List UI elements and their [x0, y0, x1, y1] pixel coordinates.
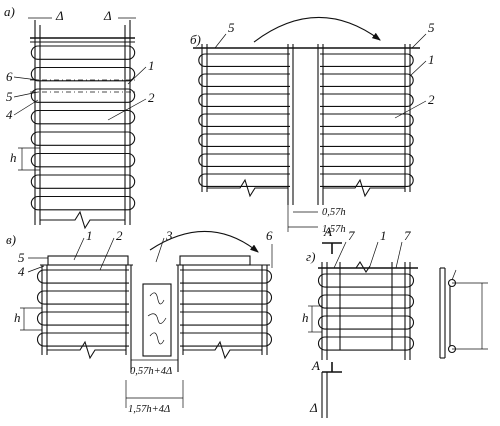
panel-v-callout-3: 3 — [165, 228, 173, 243]
panel-b: б) 5 5 1 2 0,57h 1,57h — [190, 17, 435, 235]
panel-b-callout-2: 2 — [428, 92, 435, 107]
loop-bar — [198, 73, 290, 87]
loop-bar — [317, 273, 415, 288]
panel-b-left-loops — [198, 53, 290, 187]
section-a-a — [439, 267, 488, 359]
loop-bar — [198, 53, 290, 67]
callout-4: 4 — [6, 107, 13, 122]
callout-1: 1 — [148, 58, 155, 73]
callout-5: 5 — [6, 89, 13, 104]
panel-g-h-label: h — [302, 310, 309, 325]
panel-b-callout-1: 1 — [428, 52, 435, 67]
panel-g-callout-7-right: 7 — [404, 228, 411, 243]
panel-a: а) Δ Δ 6 5 4 1 2 h — [4, 4, 155, 230]
loop-bar — [317, 294, 415, 309]
panel-a-tag: а) — [4, 4, 15, 19]
panel-g-callout-1: 1 — [380, 228, 387, 243]
panel-b-right-loops — [320, 53, 414, 187]
loop-bar — [317, 336, 415, 351]
loop-bar — [198, 113, 290, 127]
panel-g: г) А 7 1 7 h А Δ — [302, 224, 418, 418]
panel-v-left-top-plate — [47, 255, 129, 266]
panel-v-h-label: h — [14, 310, 21, 325]
panel-b-tag: б) — [190, 32, 201, 47]
panel-a-delta-right: Δ — [103, 8, 112, 23]
loop-bar — [180, 311, 273, 326]
loop-bar — [320, 93, 414, 107]
panel-v-dim-small: 0,57h+4Δ — [130, 366, 172, 377]
loop-bar — [30, 45, 136, 60]
panel-v-flip-arrow — [149, 230, 259, 253]
panel-v-tag: в) — [6, 232, 16, 247]
loop-bar — [320, 113, 414, 127]
panel-g-section-mark-bottom: А — [311, 358, 320, 373]
panel-g-tag: г) — [306, 249, 315, 264]
panel-v-timber-insert — [142, 283, 172, 357]
panel-v-callout-6: 6 — [266, 228, 273, 243]
loop-bar — [320, 53, 414, 67]
panel-v-callout-4: 4 — [18, 264, 25, 279]
panel-v-right-top-plate — [179, 255, 251, 266]
loop-bar — [320, 153, 414, 167]
panel-v-right-loops — [180, 269, 273, 347]
loop-bar — [30, 131, 136, 146]
panel-b-callout-5-right: 5 — [428, 20, 435, 35]
panel-g-callout-7-left: 7 — [348, 228, 355, 243]
panel-b-flip-arrow — [253, 17, 381, 43]
loop-bar — [180, 332, 273, 347]
loop-bar — [198, 93, 290, 107]
panel-v-dim-large: 1,57h+4Δ — [128, 404, 170, 415]
loop-bar — [30, 195, 136, 211]
loop-bar — [198, 133, 290, 147]
panel-v-callout-2: 2 — [116, 228, 123, 243]
panel-v-callout-5: 5 — [18, 250, 25, 265]
loop-bar — [30, 66, 136, 82]
panel-g-loops — [317, 273, 415, 351]
panel-a-delta-left: Δ — [55, 8, 64, 23]
loop-bar — [36, 290, 129, 305]
loop-bar — [36, 311, 129, 326]
loop-bar — [198, 153, 290, 167]
panel-b-dim-small: 0,57h — [322, 207, 346, 218]
loop-bar — [30, 152, 136, 168]
loop-bar — [317, 315, 415, 330]
loop-bar — [30, 88, 136, 103]
callout-2: 2 — [148, 90, 155, 105]
loop-bar — [36, 269, 129, 284]
panel-b-callout-5-left: 5 — [228, 20, 235, 35]
panel-b-dim-large: 1,57h — [322, 224, 346, 235]
panel-g-section-mark-top: А — [323, 224, 332, 239]
loop-bar — [320, 133, 414, 147]
loop-bar — [320, 73, 414, 87]
callout-6: 6 — [6, 69, 13, 84]
panel-v-left-loops — [36, 269, 129, 347]
loop-bar — [30, 109, 136, 125]
panel-g-delta: Δ — [309, 400, 318, 415]
panel-v: в) 1 2 3 5 4 6 h — [6, 228, 273, 415]
loop-bar — [30, 174, 136, 189]
loop-bar — [320, 173, 414, 187]
loop-bar — [180, 290, 273, 305]
loop-bar — [180, 269, 273, 284]
panel-v-callout-1: 1 — [86, 228, 93, 243]
panel-a-loops — [30, 45, 136, 211]
panel-a-h-label: h — [10, 150, 17, 165]
